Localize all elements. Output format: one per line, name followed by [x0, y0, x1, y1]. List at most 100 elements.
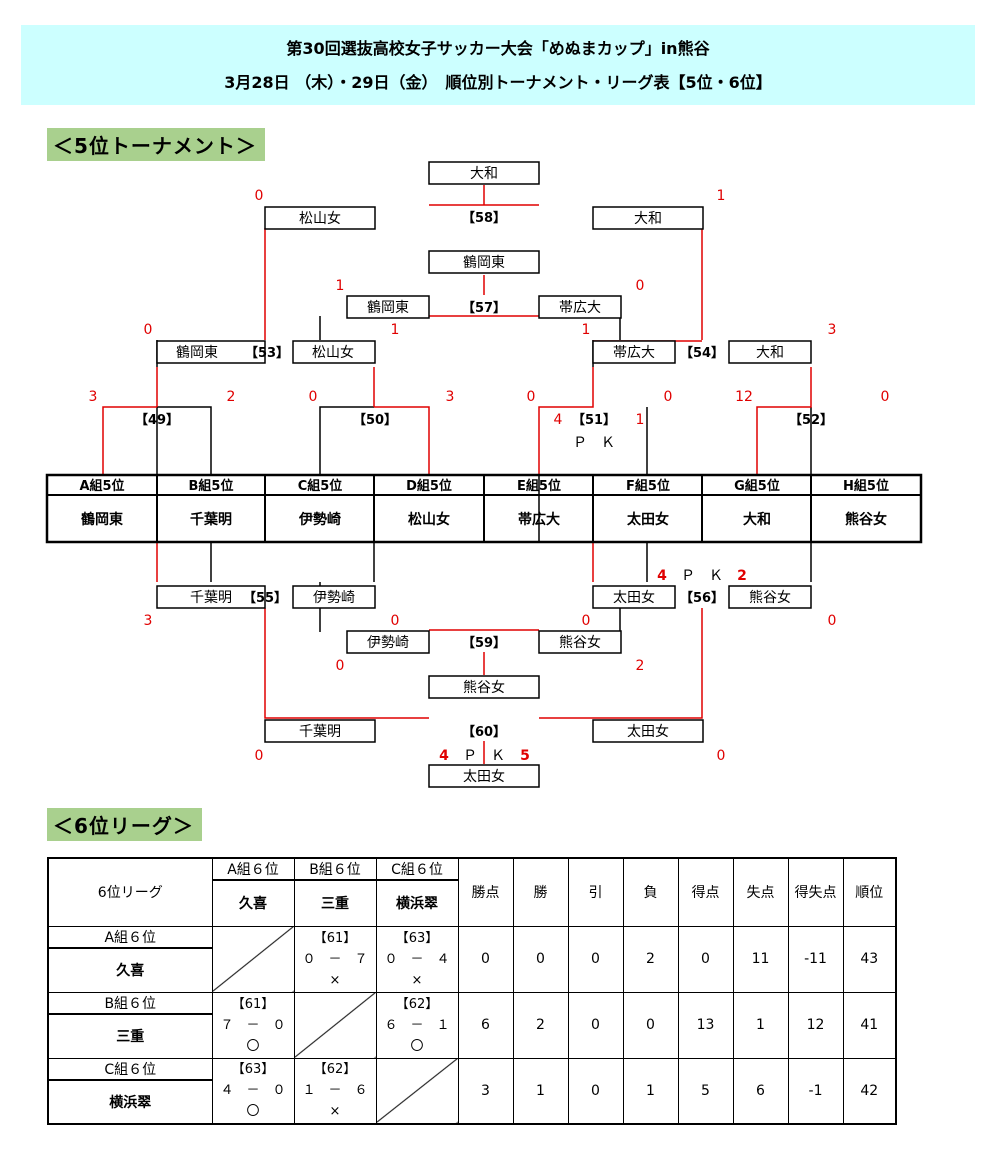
group-label: G組5位: [734, 478, 780, 494]
m57-team-1: 鶴岡東: [367, 299, 409, 316]
m57-number: 【57】: [462, 300, 506, 316]
m60-pk-1: 4: [439, 748, 449, 764]
group-team: 松山女: [408, 511, 450, 528]
m57-winner: 鶴岡東: [463, 254, 505, 271]
m57-score-2: 0: [636, 278, 645, 294]
stat-cell: 0: [457, 925, 514, 993]
stat-cell: 6: [732, 1057, 789, 1125]
m52-number: 【52】: [789, 412, 833, 428]
m53-score-1: 0: [144, 322, 153, 338]
stat-cell: 1: [622, 1057, 679, 1125]
m55-team-1: 千葉明: [190, 590, 232, 606]
stat-cell: 2: [622, 925, 679, 993]
row-group-label: A組６位: [47, 925, 213, 949]
m51-score-2: 0: [664, 389, 673, 405]
m50-score-1: 0: [309, 389, 318, 405]
group-team: 千葉明: [190, 511, 232, 528]
match-result-cell: 【61】 ０ － ７ ×: [293, 925, 377, 993]
m49-score-2: 2: [227, 389, 236, 405]
match-result-cell: 【62】１ － ６×: [293, 1057, 377, 1125]
stat-cell: 43: [842, 925, 897, 993]
m53-team-2: 松山女: [312, 344, 354, 361]
m56-pk-1: 4: [657, 568, 667, 584]
match-mark: ×: [329, 1104, 341, 1120]
stat-cell: 5: [677, 1057, 734, 1125]
group-team: 伊勢崎: [298, 511, 341, 528]
match-num: 【61】: [313, 930, 357, 946]
tournament-bracket: A組5位鶴岡東B組5位千葉明C組5位伊勢崎D組5位松山女E組5位帯広大F組5位太…: [45, 161, 923, 788]
match-mark: 〇: [246, 1104, 260, 1120]
title-line-1: 第30回選抜高校女子サッカー大会「めぬまカップ」in熊谷: [286, 39, 710, 58]
column-header: 得失点: [787, 857, 844, 927]
league-title: 6位リーグ: [47, 857, 213, 927]
m51-number: 【51】: [572, 412, 616, 428]
stat-cell: 0: [622, 991, 679, 1059]
column-group-label: C組６位: [375, 857, 459, 881]
m60-team-1: 千葉明: [299, 724, 341, 740]
row-team: 横浜翠: [47, 1079, 213, 1125]
m56-score-1: 0: [582, 613, 591, 629]
match-mark: 〇: [246, 1038, 260, 1054]
m54-score-2: 3: [828, 322, 837, 338]
final-58-winner: 大和: [470, 166, 498, 182]
m60-number: 【60】: [462, 724, 506, 740]
stat-cell: 1: [512, 1057, 569, 1125]
match-num: 【62】: [395, 996, 439, 1012]
stat-cell: 42: [842, 1057, 897, 1125]
m56-pk-label: Ｐ Ｋ: [681, 568, 723, 584]
row-team: 久喜: [47, 947, 213, 993]
match-num: 【63】: [231, 1062, 275, 1078]
column-group-label: A組６位: [211, 857, 295, 881]
stat-cell: 0: [677, 925, 734, 993]
stat-cell: -1: [787, 1057, 844, 1125]
column-header: 負: [622, 857, 679, 927]
m59-score-2: 2: [636, 658, 645, 674]
m60-score-1: 0: [255, 748, 264, 764]
column-header: 順位: [842, 857, 897, 927]
m56-score-2: 0: [828, 613, 837, 629]
m60-pk-2: 5: [520, 748, 530, 764]
match-mark: ×: [329, 972, 341, 988]
m49-score-1: 3: [89, 389, 98, 405]
m59-score-1: 0: [336, 658, 345, 674]
group-label: C組5位: [298, 478, 343, 494]
stat-cell: -11: [787, 925, 844, 993]
m49-number: 【49】: [135, 412, 179, 428]
m59-team-2: 熊谷女: [559, 634, 601, 651]
m54-team-1: 帯広大: [613, 345, 655, 361]
stat-cell: 41: [842, 991, 897, 1059]
title-banner: 第30回選抜高校女子サッカー大会「めぬまカップ」in熊谷 3月28日 （木）・2…: [21, 25, 975, 105]
m54-team-2: 大和: [756, 345, 784, 361]
m53-score-2: 1: [391, 322, 400, 338]
m53-team-1: 鶴岡東: [176, 344, 218, 361]
m58-team-2: 大和: [634, 211, 662, 227]
match-score: １ － ６: [302, 1083, 368, 1099]
m60-score-2: 0: [717, 748, 726, 764]
stat-cell: 0: [512, 925, 569, 993]
m56-number: 【56】: [680, 590, 724, 606]
group-team: 鶴岡東: [81, 511, 123, 528]
m54-number: 【54】: [680, 345, 724, 361]
m60-winner: 太田女: [463, 768, 505, 785]
stat-cell: 0: [567, 1057, 624, 1125]
section-6th-league-heading: ＜6位リーグ＞: [47, 808, 202, 841]
match-score: ０ － ７: [302, 951, 368, 967]
stat-cell: 12: [787, 991, 844, 1059]
group-team: 帯広大: [518, 511, 560, 528]
group-label: H組5位: [843, 478, 889, 494]
m60-pk-label: Ｐ Ｋ: [463, 748, 505, 764]
section-5th-tournament-heading: ＜5位トーナメント＞: [47, 128, 265, 161]
m57-score-1: 1: [336, 278, 345, 294]
m51-pk-label: Ｐ Ｋ: [573, 435, 615, 451]
match-score: ０ － ４: [384, 951, 450, 967]
row-group-label: C組６位: [47, 1057, 213, 1081]
m59-team-1: 伊勢崎: [367, 635, 409, 651]
match-num: 【63】: [395, 930, 439, 946]
group-team: 大和: [743, 511, 771, 528]
column-header: 失点: [732, 857, 789, 927]
m59-number: 【59】: [462, 635, 506, 651]
title-line-2: 3月28日 （木）・29日（金） 順位別トーナメント・リーグ表【5位・6位】: [224, 73, 772, 92]
m52-score-1: 12: [735, 389, 753, 405]
group-label: E組5位: [517, 478, 561, 494]
